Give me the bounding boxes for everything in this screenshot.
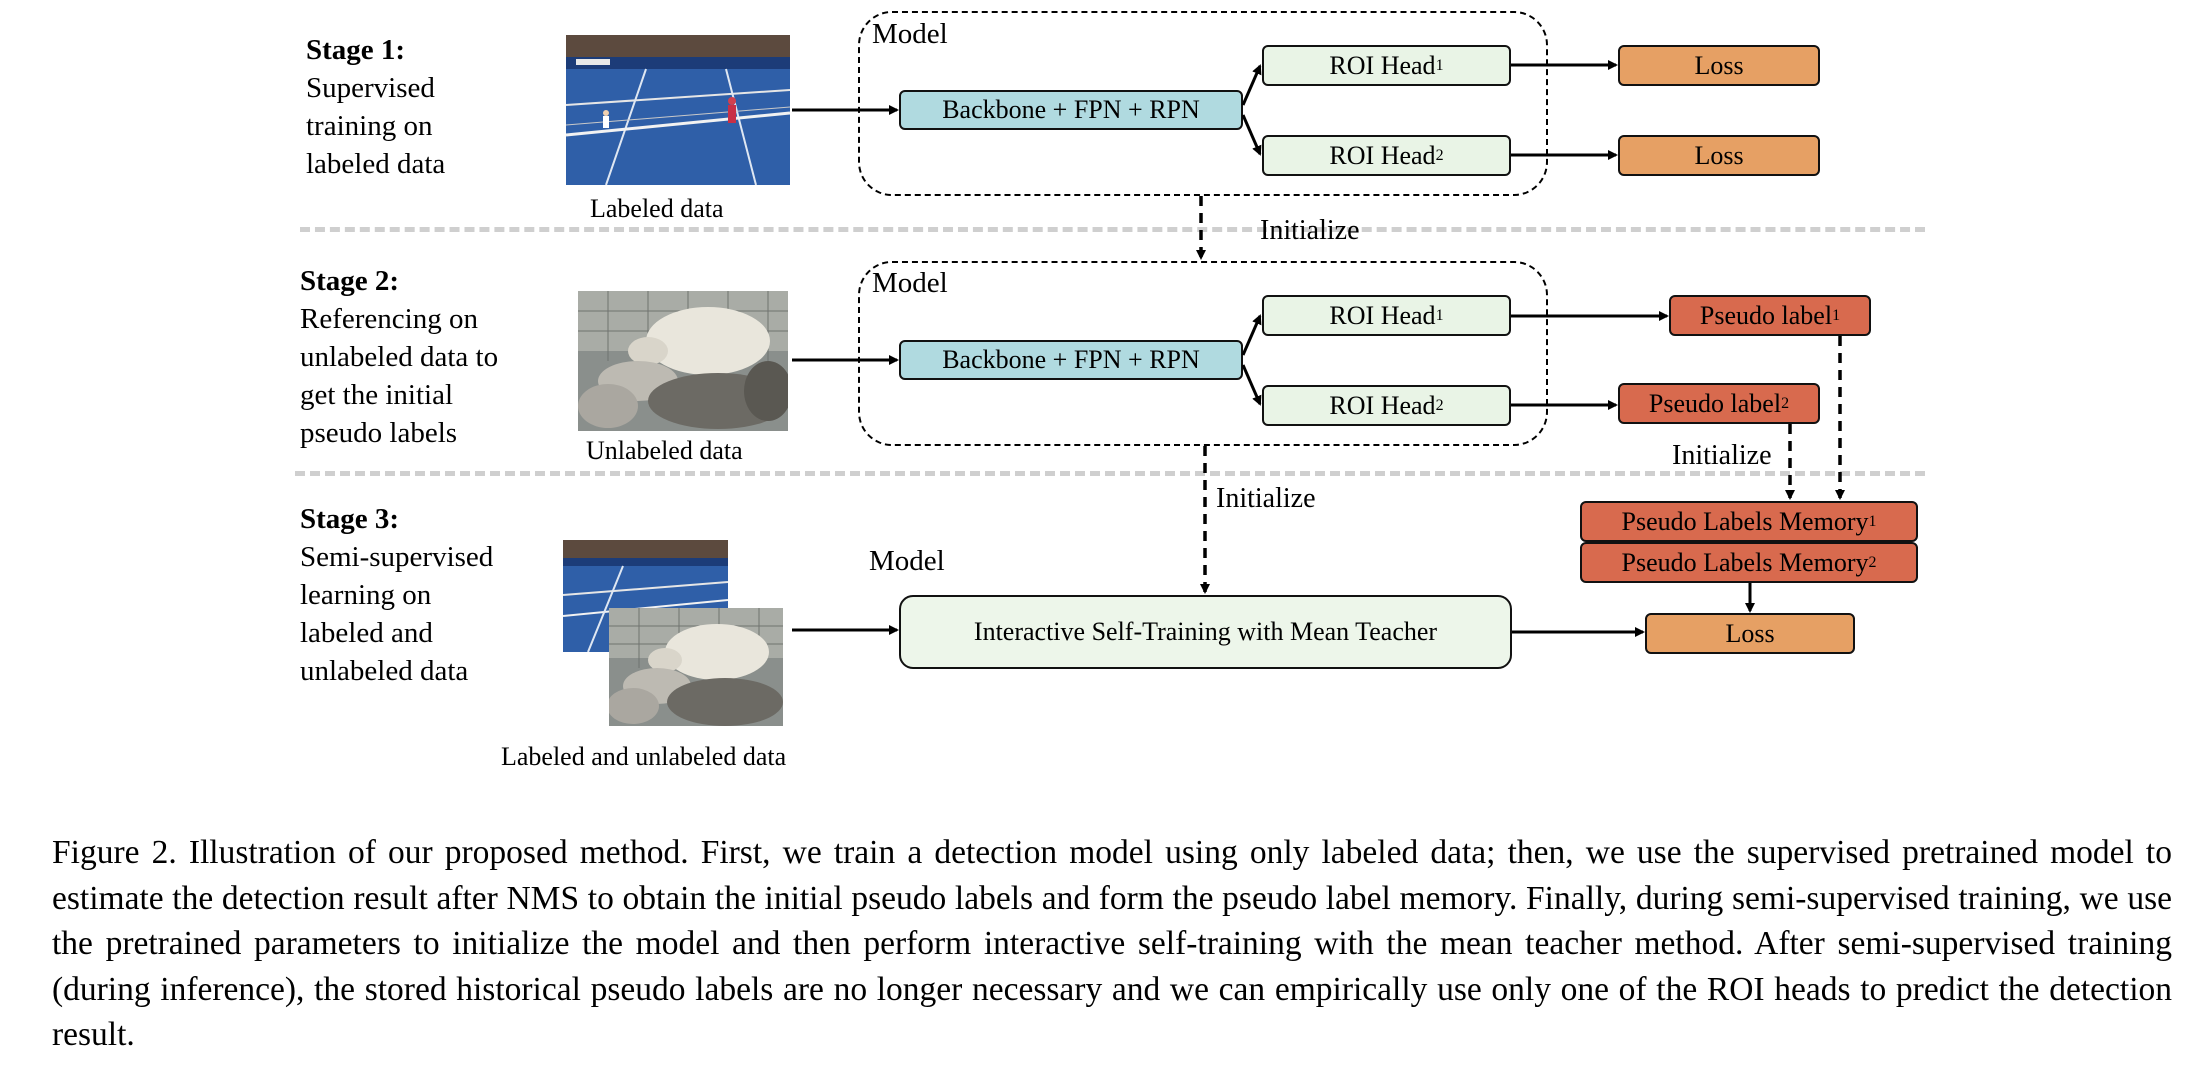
- tennis-court-image: [566, 35, 790, 185]
- initialize-label-2: Initialize: [1216, 483, 1316, 514]
- stage-separator-2: [295, 471, 1925, 476]
- arrow-backbone-to-roi1-s1: [1241, 64, 1262, 106]
- labeled-unlabeled-caption: Labeled and unlabeled data: [501, 742, 787, 771]
- stage2-description: Referencing on unlabeled data to get the…: [300, 303, 499, 449]
- figure-caption: Figure 2. Illustration of our proposed m…: [52, 834, 2172, 1053]
- sheep-small-icon: [609, 608, 783, 726]
- stage-separator-1: [300, 227, 1925, 232]
- labeled-data-caption: Labeled data: [590, 194, 724, 223]
- stage2-title: Stage 2:: [300, 265, 400, 297]
- stage1-description: Supervised training on labeled data: [306, 72, 446, 180]
- unlabeled-data-caption: Unlabeled data: [586, 436, 743, 465]
- stage1-backbone-box: Backbone + FPN + RPN: [899, 90, 1243, 130]
- arrow-backbone-to-roi2-s2: [1241, 364, 1262, 406]
- stage3-description: Semi-supervised learning on labeled and …: [300, 541, 494, 687]
- stage1-model-box: [858, 11, 1548, 196]
- stage3-title: Stage 3:: [300, 503, 400, 535]
- sheep-icon: [578, 291, 788, 431]
- stage3-sheep-image: [609, 608, 783, 726]
- stage3-model-label: Model: [869, 545, 945, 577]
- initialize-label-3: Initialize: [1672, 440, 1772, 471]
- arrow-backbone-to-roi1-s2: [1241, 314, 1262, 356]
- stage2-model-box: [858, 261, 1548, 446]
- stage1-loss-1: Loss: [1618, 45, 1820, 86]
- arrow-backbone-to-roi2-s1: [1241, 114, 1262, 156]
- stage2-model-label: Model: [872, 267, 948, 299]
- tennis-court-icon: [566, 35, 790, 185]
- initialize-label-1: Initialize: [1260, 215, 1360, 246]
- sheep-image: [578, 291, 788, 431]
- stage2-backbone-box: Backbone + FPN + RPN: [899, 340, 1243, 380]
- stage1-loss-2: Loss: [1618, 135, 1820, 176]
- stage1-model-label: Model: [872, 18, 948, 50]
- stage1-title: Stage 1:: [306, 34, 406, 66]
- interactive-self-training-box: Interactive Self-Training with Mean Teac…: [899, 595, 1512, 669]
- stage3-loss: Loss: [1645, 613, 1855, 654]
